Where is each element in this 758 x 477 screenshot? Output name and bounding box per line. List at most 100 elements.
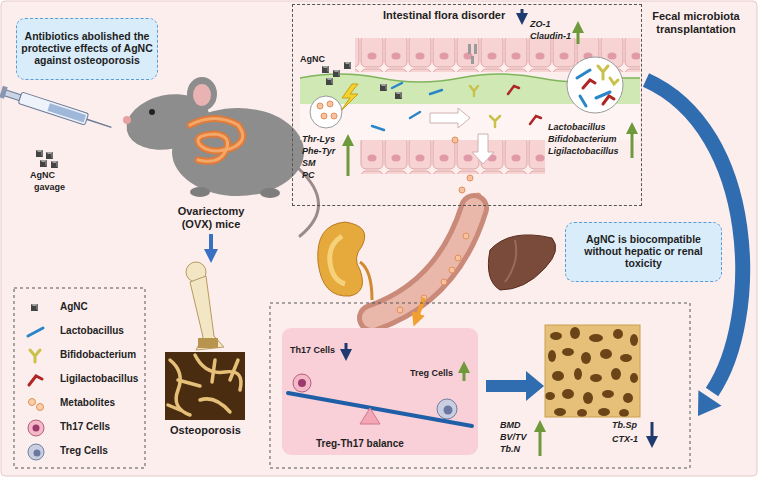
intestinal-section: [372, 126, 384, 130]
osteoporotic-bone: [178, 380, 200, 386]
increase-arrow: [577, 27, 580, 44]
mouse: [172, 108, 304, 196]
intestinal-section: [331, 113, 337, 119]
healthy-bone: [554, 408, 566, 416]
osteoporotic-bone: [195, 355, 241, 390]
annotation-label: Tb.N: [500, 444, 520, 454]
syringe: [4, 90, 21, 101]
kidney: [318, 222, 365, 296]
annotation-label: Lactobacillus: [548, 122, 606, 132]
treg-cell: [437, 399, 457, 419]
th17-cell: [298, 379, 306, 387]
healthy-bone: [545, 325, 640, 417]
healthy-bone: [623, 393, 633, 403]
blood-vessel: [455, 255, 461, 261]
mouse: [298, 168, 319, 236]
legend-label: Bifidobacterium: [60, 349, 136, 360]
healthy-bone: [550, 332, 562, 340]
annotation-label: Osteoporosis: [170, 424, 241, 437]
agnc-cubes: [51, 161, 58, 168]
intestine-organ: [190, 119, 243, 162]
healthy-bone: [589, 334, 603, 342]
intestinal-section: [598, 66, 608, 79]
intestinal-section: [471, 56, 474, 64]
osteoporotic-bone: [168, 355, 241, 415]
intestinal-section: [459, 187, 465, 193]
osteoporotic-bone: [200, 399, 230, 412]
intestinal-section: [410, 112, 420, 118]
intestinal-section: [470, 86, 478, 96]
intestinal-section: [508, 86, 519, 94]
annotation-label: Ligilactobacillus: [548, 146, 619, 156]
healthy-bone: [630, 373, 638, 383]
mouse: [187, 77, 217, 111]
annotation-label: Phe-Tyr: [302, 146, 335, 156]
intestinal-section: [310, 96, 342, 128]
agnc-cubes: [36, 150, 58, 168]
agnc-cubes: [333, 70, 340, 77]
blood-vessel: [397, 307, 403, 313]
legend-label: Ligilactobacillus: [60, 373, 138, 384]
intestinal-section: [610, 78, 618, 84]
intestinal-section: [468, 44, 477, 64]
mouse: [123, 116, 131, 124]
mouse: [149, 109, 155, 115]
increase-arrow: [631, 128, 634, 158]
kidney: [360, 262, 372, 300]
legend-label: Th17 Cells: [60, 421, 110, 432]
mouse: [121, 77, 318, 236]
agnc-cubes: [46, 152, 53, 159]
healthy-bone: [602, 390, 614, 398]
annotation-label: Thr-Lys: [302, 134, 335, 144]
process-arrow: [209, 234, 213, 256]
increase-arrow: [347, 140, 350, 176]
node-text: Treg Cells: [410, 368, 453, 378]
balance-fulcrum: [360, 408, 380, 424]
healthy-bone: [630, 334, 638, 346]
mouse: [193, 84, 211, 106]
legend-symbols: [29, 376, 42, 385]
increase-arrow: [539, 426, 542, 456]
section-box: Intestinal flora disorder: [292, 4, 642, 206]
annotation-label: ZO-1: [530, 19, 551, 29]
healthy-bone: [562, 389, 574, 399]
healthy-bone: [574, 368, 582, 380]
legend-symbols: [31, 304, 38, 311]
healthy-bone: [619, 409, 629, 417]
intestinal-section: [452, 137, 481, 199]
intestinal-section: [577, 70, 590, 78]
mouse: [260, 188, 280, 198]
healthy-bone: [562, 348, 574, 356]
node-text: AgNC is biocompatible without hepatic or…: [569, 233, 718, 269]
agnc-cubes: [36, 150, 43, 157]
healthy-bone: [570, 327, 580, 339]
th17-cell: [293, 374, 311, 392]
legend-symbols: [37, 404, 44, 411]
annotation-label: BMD: [500, 420, 521, 430]
agnc-cubes: [344, 62, 351, 69]
legend-label: Metabolites: [60, 397, 115, 408]
liver: [505, 240, 516, 282]
kidney: [330, 236, 345, 284]
liver: [488, 235, 555, 290]
healthy-bone: [613, 329, 623, 339]
annotation-label: Fecal microbiota transplantation: [650, 10, 742, 35]
intestinal-section: [580, 96, 586, 106]
femur: [198, 338, 218, 348]
healthy-bone: [620, 354, 632, 362]
syringe: [0, 86, 113, 133]
intestinal-section: [321, 113, 327, 119]
legend-frame: [14, 288, 145, 468]
liver: [488, 235, 555, 290]
legend-label: Lactobacillus: [60, 325, 124, 336]
th17-cell: [293, 374, 311, 392]
legend-symbols: [28, 420, 44, 436]
node-text: Intestinal flora disorder: [383, 9, 505, 22]
syringe: [47, 103, 86, 122]
annotation-label: Ovariectomy (OVX) mice: [163, 205, 259, 230]
femur: [186, 262, 224, 350]
intestinal-section: [317, 103, 323, 109]
osteoporotic-bone: [230, 360, 238, 380]
osteoporotic-bone: [212, 360, 215, 382]
